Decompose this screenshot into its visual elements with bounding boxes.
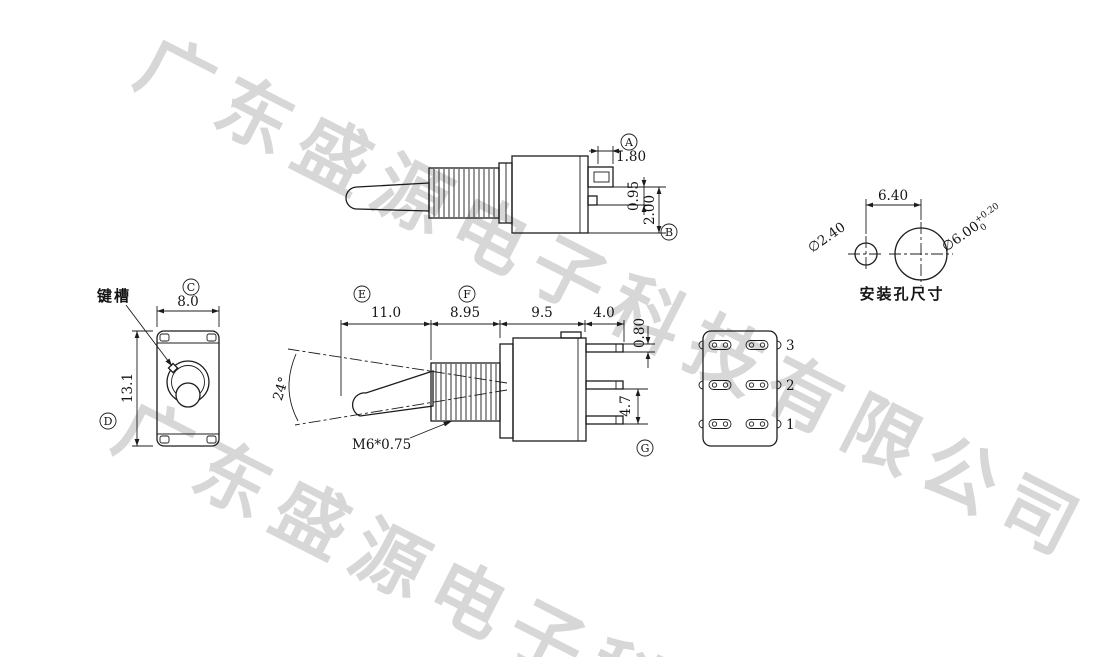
dim-pin-offsets: 0.95 2.00	[588, 177, 666, 234]
balloon-e: E	[353, 285, 371, 303]
dim-chain-top: 11.0 8.95 9.5 4.0	[340, 305, 625, 396]
pin-number-3: 3	[786, 338, 795, 354]
side-bumps-left	[698, 340, 704, 429]
mounting-view-title: 安装孔尺寸	[859, 285, 944, 303]
front-view: 键槽 8.0 13.1 C	[96, 278, 220, 447]
lever-centerline	[294, 389, 508, 426]
dim-label: 6.40	[878, 188, 908, 204]
throw-centerline-up	[287, 348, 508, 384]
angle-arc	[288, 353, 299, 422]
dim-label: 11.0	[371, 305, 401, 321]
dim-label: ∅6.00	[939, 218, 982, 255]
front-body	[156, 330, 220, 447]
lever-end	[175, 382, 201, 408]
thread-lines	[433, 169, 495, 217]
angle-label: 24°	[270, 375, 292, 403]
terminal-pin-1	[585, 343, 624, 353]
dim-label: 0.80	[632, 318, 648, 348]
washer	[498, 162, 513, 224]
dim-front-height: 13.1	[120, 330, 153, 447]
corner-tab	[206, 333, 217, 342]
thread-lines	[435, 364, 497, 420]
terminal-body	[702, 330, 778, 447]
balloon-c-label: C	[187, 281, 195, 294]
terminal-slots	[708, 340, 769, 429]
pin-number-1: 1	[786, 417, 795, 433]
mounting-hole-view: 6.40 ∅2.40 ∅6.00 +0.20 0 安装孔尺寸	[805, 188, 1002, 303]
balloon-f-label: F	[463, 288, 471, 301]
dim-label: 4.0	[593, 305, 614, 321]
dim-label: ∅2.40	[805, 219, 848, 256]
thread-spec-label: M6*0.75	[352, 437, 411, 453]
lever-outline	[351, 370, 434, 417]
dim-label: 8.95	[450, 305, 480, 321]
top-tab	[560, 331, 582, 339]
dim-label: 1.80	[616, 149, 646, 165]
terminal-pin-3	[585, 415, 624, 425]
keyway-label: 键槽	[96, 287, 131, 305]
terminal-pin-2	[585, 380, 624, 390]
pin-number-2: 2	[786, 378, 795, 394]
dim-label: 9.5	[531, 305, 552, 321]
terminal-hole	[593, 171, 610, 183]
corner-tab	[159, 435, 170, 444]
switch-body	[511, 155, 589, 234]
terminal-pin	[587, 166, 614, 188]
dim-large-hole-dia: ∅6.00 +0.20 0	[939, 201, 1002, 255]
tolerance-lower: 0	[979, 222, 990, 234]
side-bumps-right	[776, 340, 782, 429]
corner-tab	[159, 333, 170, 342]
lever-outline	[345, 182, 430, 212]
dim-label: 8.0	[177, 294, 198, 310]
balloon-d: D	[99, 412, 117, 430]
corner-tab	[206, 435, 217, 444]
balloon-a: A	[620, 133, 638, 151]
terminal-view: 3 2 1	[698, 330, 795, 447]
dim-label: 0.95	[626, 181, 642, 211]
main-side-view: 24° M6*0.75	[270, 285, 655, 457]
top-side-view: 1.80 0.95 2.00 A B	[345, 133, 678, 241]
dim-label: 4.7	[618, 395, 634, 416]
tolerance-upper: +0.20	[973, 201, 1002, 225]
dim-pin-thickness: 0.80	[623, 318, 655, 368]
balloon-e-label: E	[358, 288, 366, 301]
dim-hole-spacing: 6.40	[865, 188, 922, 234]
balloon-c: C	[182, 278, 200, 296]
dim-pin-pitch: 4.7	[618, 388, 648, 425]
keyway-callout: 键槽	[96, 287, 173, 367]
balloon-g: G	[636, 439, 654, 457]
dim-pin-width: 1.80	[589, 146, 646, 165]
center-tab	[587, 195, 598, 206]
dim-front-width: 8.0	[156, 294, 220, 327]
balloon-a-label: A	[624, 136, 634, 149]
balloon-f: F	[458, 285, 476, 303]
balloon-b: B	[660, 223, 678, 241]
balloon-g-label: G	[641, 442, 650, 455]
dim-label: 2.00	[642, 195, 658, 225]
dim-small-hole-dia: ∅2.40	[805, 219, 848, 256]
keyway-notch	[167, 362, 179, 374]
thread-spec-callout: M6*0.75	[352, 420, 453, 453]
balloon-b-label: B	[665, 226, 673, 239]
switch-body	[512, 337, 587, 442]
dim-label: 13.1	[120, 373, 136, 403]
balloon-d-label: D	[104, 415, 113, 428]
